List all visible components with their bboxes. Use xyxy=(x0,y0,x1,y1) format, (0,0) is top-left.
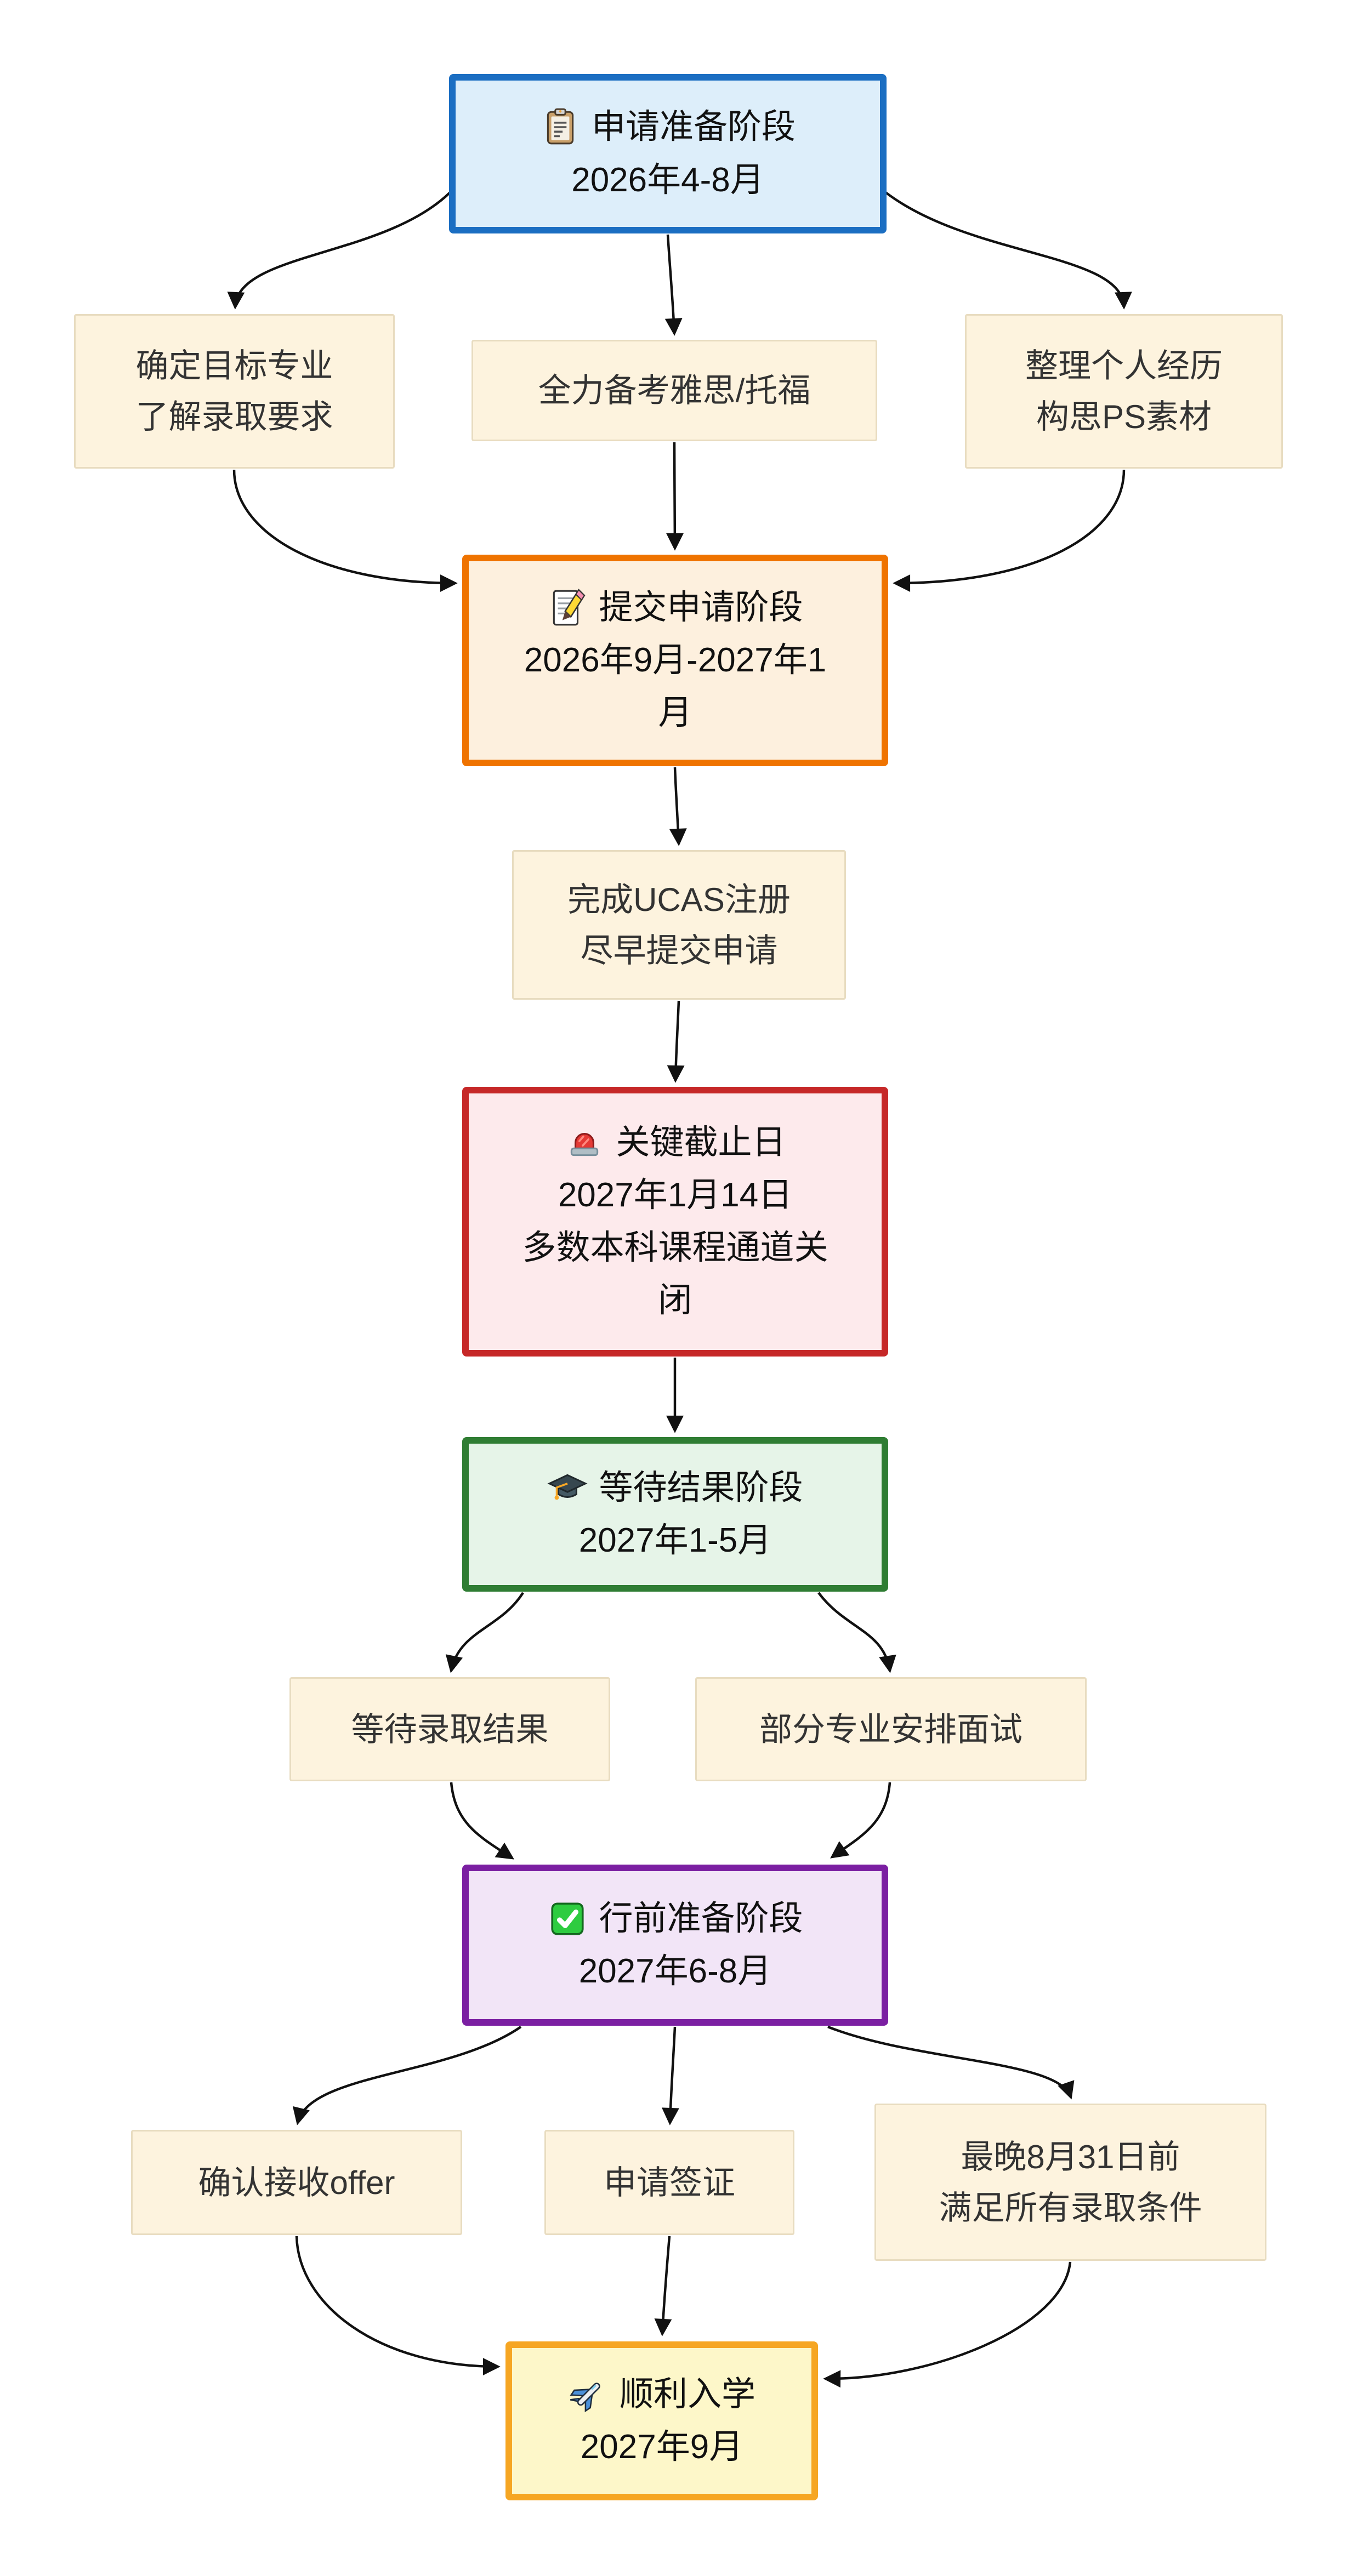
task-result-line1: 等待录取结果 xyxy=(351,1711,549,1748)
node-task-ps: 整理个人经历 构思PS素材 xyxy=(965,314,1283,469)
edge-interview-predeparture xyxy=(830,1782,891,1859)
edge-predeparture-conditions xyxy=(827,2025,1075,2100)
edge-conditions-enroll xyxy=(823,2261,1072,2388)
node-task-offer: 确认接收offer xyxy=(131,2130,462,2235)
node-task-ielts: 全力备考雅思/托福 xyxy=(472,340,877,441)
task-conditions-line1: 最晚8月31日前 xyxy=(961,2138,1180,2175)
edge-prepare-ps xyxy=(884,191,1132,310)
stage-deadline-desc-wrap: 闭 xyxy=(658,1281,692,1320)
stage-prepare-title-row: 申请准备阶段 xyxy=(540,101,796,153)
stage-deadline-title: 关键截止日 xyxy=(616,1123,786,1161)
stage-enroll-dates: 2027年9月 xyxy=(580,2428,743,2466)
stage-predeparture-title: 行前准备阶段 xyxy=(599,1899,803,1937)
stage-wait-title: 等待结果阶段 xyxy=(599,1468,803,1507)
task-interview-line1: 部分专业安排面试 xyxy=(759,1711,1022,1748)
stage-deadline-date: 2027年1月14日 xyxy=(558,1176,793,1214)
stage-deadline-desc: 多数本科课程通道关 xyxy=(522,1229,828,1267)
grad-cap-icon xyxy=(547,1468,588,1508)
task-offer-line1: 确认接收offer xyxy=(198,2164,395,2201)
edge-ps-submit xyxy=(893,469,1126,592)
node-task-interview: 部分专业安排面试 xyxy=(695,1677,1087,1781)
task-ucas-line1: 完成UCAS注册 xyxy=(567,881,791,918)
edge-ielts-submit xyxy=(666,442,684,551)
node-task-visa: 申请签证 xyxy=(544,2130,794,2235)
check-icon xyxy=(547,1899,588,1939)
node-task-ucas: 完成UCAS注册 尽早提交申请 xyxy=(512,850,846,1000)
stage-submit-dates-wrap: 月 xyxy=(658,694,692,732)
node-task-result: 等待录取结果 xyxy=(289,1677,610,1781)
task-visa-line1: 申请签证 xyxy=(604,2164,735,2201)
edge-result-predeparture xyxy=(450,1782,514,1860)
node-stage-predeparture: 行前准备阶段 2027年6-8月 xyxy=(462,1865,888,2026)
edge-offer-enroll xyxy=(295,2236,501,2375)
node-stage-enroll: 顺利入学 2027年9月 xyxy=(505,2341,818,2500)
stage-predeparture-dates: 2027年6-8月 xyxy=(578,1952,772,1990)
siren-icon xyxy=(564,1122,605,1163)
stage-submit-title: 提交申请阶段 xyxy=(599,588,803,626)
stage-submit-dates: 2026年9月-2027年1 xyxy=(524,641,827,679)
stage-wait-dates: 2027年1-5月 xyxy=(578,1521,772,1559)
edge-ucas-deadline xyxy=(667,1000,685,1083)
stage-enroll-title-row: 顺利入学 xyxy=(568,2368,755,2421)
edge-predeparture-visa xyxy=(662,2026,679,2125)
node-stage-submit: 提交申请阶段 2026年9月-2027年1 月 xyxy=(462,555,888,766)
node-stage-wait: 等待结果阶段 2027年1-5月 xyxy=(462,1437,888,1592)
task-ielts-line1: 全力备考雅思/托福 xyxy=(538,372,811,409)
stage-wait-title-row: 等待结果阶段 xyxy=(547,1462,803,1514)
task-major-line1: 确定目标专业 xyxy=(135,347,333,384)
stage-deadline-title-row: 关键截止日 xyxy=(564,1116,786,1169)
edge-predeparture-offer xyxy=(292,2026,522,2125)
node-task-conditions: 最晚8月31日前 满足所有录取条件 xyxy=(874,2104,1266,2261)
task-conditions-line2: 满足所有录取条件 xyxy=(939,2189,1202,2226)
stage-prepare-title: 申请准备阶段 xyxy=(591,108,796,146)
stage-submit-title-row: 提交申请阶段 xyxy=(547,582,803,634)
stage-enroll-title: 顺利入学 xyxy=(619,2375,755,2413)
edge-wait-result xyxy=(445,1592,524,1673)
edge-wait-interview xyxy=(817,1592,896,1673)
airplane-icon xyxy=(568,2374,609,2415)
edge-prepare-ielts xyxy=(664,234,683,336)
stage-prepare-dates: 2026年4-8月 xyxy=(571,161,764,199)
edge-major-submit xyxy=(232,469,458,592)
task-major-line2: 了解录取要求 xyxy=(135,398,333,435)
task-ps-line1: 整理个人经历 xyxy=(1025,347,1223,384)
clipboard-icon xyxy=(540,107,581,147)
node-stage-deadline: 关键截止日 2027年1月14日 多数本科课程通道关 闭 xyxy=(462,1087,888,1357)
node-stage-prepare: 申请准备阶段 2026年4-8月 xyxy=(449,74,887,233)
task-ps-line2: 构思PS素材 xyxy=(1036,398,1212,435)
task-ucas-line2: 尽早提交申请 xyxy=(580,932,778,969)
edge-visa-enroll xyxy=(654,2236,672,2336)
memo-icon xyxy=(547,588,588,628)
stage-predeparture-title-row: 行前准备阶段 xyxy=(547,1893,803,1945)
node-task-major: 确定目标专业 了解录取要求 xyxy=(74,314,395,469)
edge-submit-ucas xyxy=(669,767,687,846)
edge-prepare-major xyxy=(227,191,452,310)
